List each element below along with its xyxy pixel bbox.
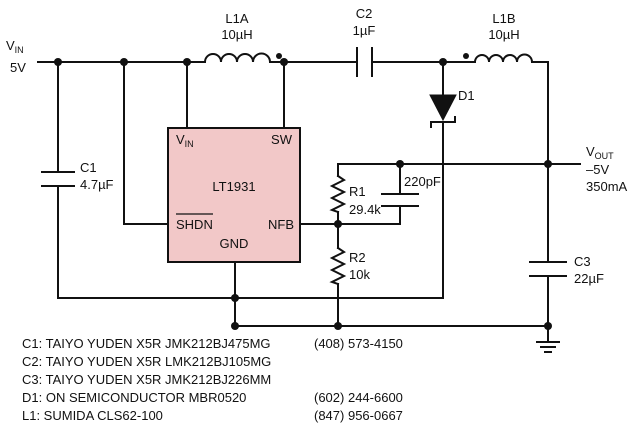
inductor-l1b	[463, 53, 534, 64]
junction-dot	[54, 58, 62, 66]
labels: VIN 5V L1A 10µH C2 1µF L1B 10µH D1 C1 4.…	[6, 6, 628, 286]
r2-value: 10k	[349, 267, 370, 282]
capacitor-c2	[356, 47, 373, 77]
r1-ref: R1	[349, 184, 366, 199]
l1a-ref: L1A	[225, 11, 248, 26]
vout-value: –5V	[586, 162, 609, 177]
vin-value: 5V	[10, 60, 26, 75]
junction-dot	[396, 160, 404, 168]
vout-label: VOUT	[586, 144, 614, 161]
junction-dot	[120, 58, 128, 66]
ic-pin-shdn: SHDN	[176, 217, 213, 232]
cff-value: 220pF	[404, 174, 441, 189]
c2-ref: C2	[356, 6, 373, 21]
bom-part: L1: SUMIDA CLS62-100	[22, 408, 163, 423]
capacitor-c3	[529, 261, 567, 277]
bom-part: C3: TAIYO YUDEN X5R JMK212BJ226MM	[22, 372, 271, 387]
c3-ref: C3	[574, 254, 591, 269]
l1b-value: 10µH	[488, 27, 519, 42]
ic-pin-vin: VIN	[176, 132, 194, 149]
vin-label: VIN	[6, 38, 24, 55]
capacitor-c1	[41, 171, 75, 187]
d1-ref: D1	[458, 88, 475, 103]
polarity-dot	[463, 53, 469, 59]
junction-dot	[334, 322, 342, 330]
polarity-dot	[276, 53, 282, 59]
bill-of-materials: C1: TAIYO YUDEN X5R JMK212BJ475MG (408) 5…	[22, 336, 403, 423]
junctions	[54, 58, 552, 330]
junction-dot	[439, 58, 447, 66]
ic-pin-nfb: NFB	[268, 217, 294, 232]
c1-ref: C1	[80, 160, 97, 175]
l1b-ref: L1B	[492, 11, 515, 26]
bom-phone: (602) 244-6600	[314, 390, 403, 405]
r2-ref: R2	[349, 250, 366, 265]
vout-current: 350mA	[586, 179, 628, 194]
junction-dot	[544, 322, 552, 330]
ic-pin-sw: SW	[271, 132, 293, 147]
bom-phone: (847) 956-0667	[314, 408, 403, 423]
junction-dot	[183, 58, 191, 66]
ic-part-number: LT1931	[212, 179, 255, 194]
r1-value: 29.4k	[349, 202, 381, 217]
bom-part: D1: ON SEMICONDUCTOR MBR0520	[22, 390, 246, 405]
bom-phone: (408) 573-4150	[314, 336, 403, 351]
c3-value: 22µF	[574, 271, 604, 286]
resistor-r1	[329, 174, 347, 214]
junction-dot	[280, 58, 288, 66]
l1a-value: 10µH	[221, 27, 252, 42]
wires	[37, 61, 581, 353]
junction-dot	[231, 322, 239, 330]
bom-part: C2: TAIYO YUDEN X5R LMK212BJ105MG	[22, 354, 271, 369]
bom-part: C1: TAIYO YUDEN X5R JMK212BJ475MG	[22, 336, 271, 351]
junction-dot	[231, 294, 239, 302]
ic-pin-gnd: GND	[220, 236, 249, 251]
ic-body	[167, 127, 301, 263]
c2-value: 1µF	[353, 23, 376, 38]
junction-dot	[334, 220, 342, 228]
ic-lt1931	[167, 127, 301, 263]
junction-dot	[544, 160, 552, 168]
inductor-l1a	[203, 52, 282, 64]
capacitor-cff	[381, 193, 419, 207]
resistor-r2	[329, 246, 347, 286]
c1-value: 4.7µF	[80, 177, 114, 192]
diode-d1	[429, 94, 457, 128]
